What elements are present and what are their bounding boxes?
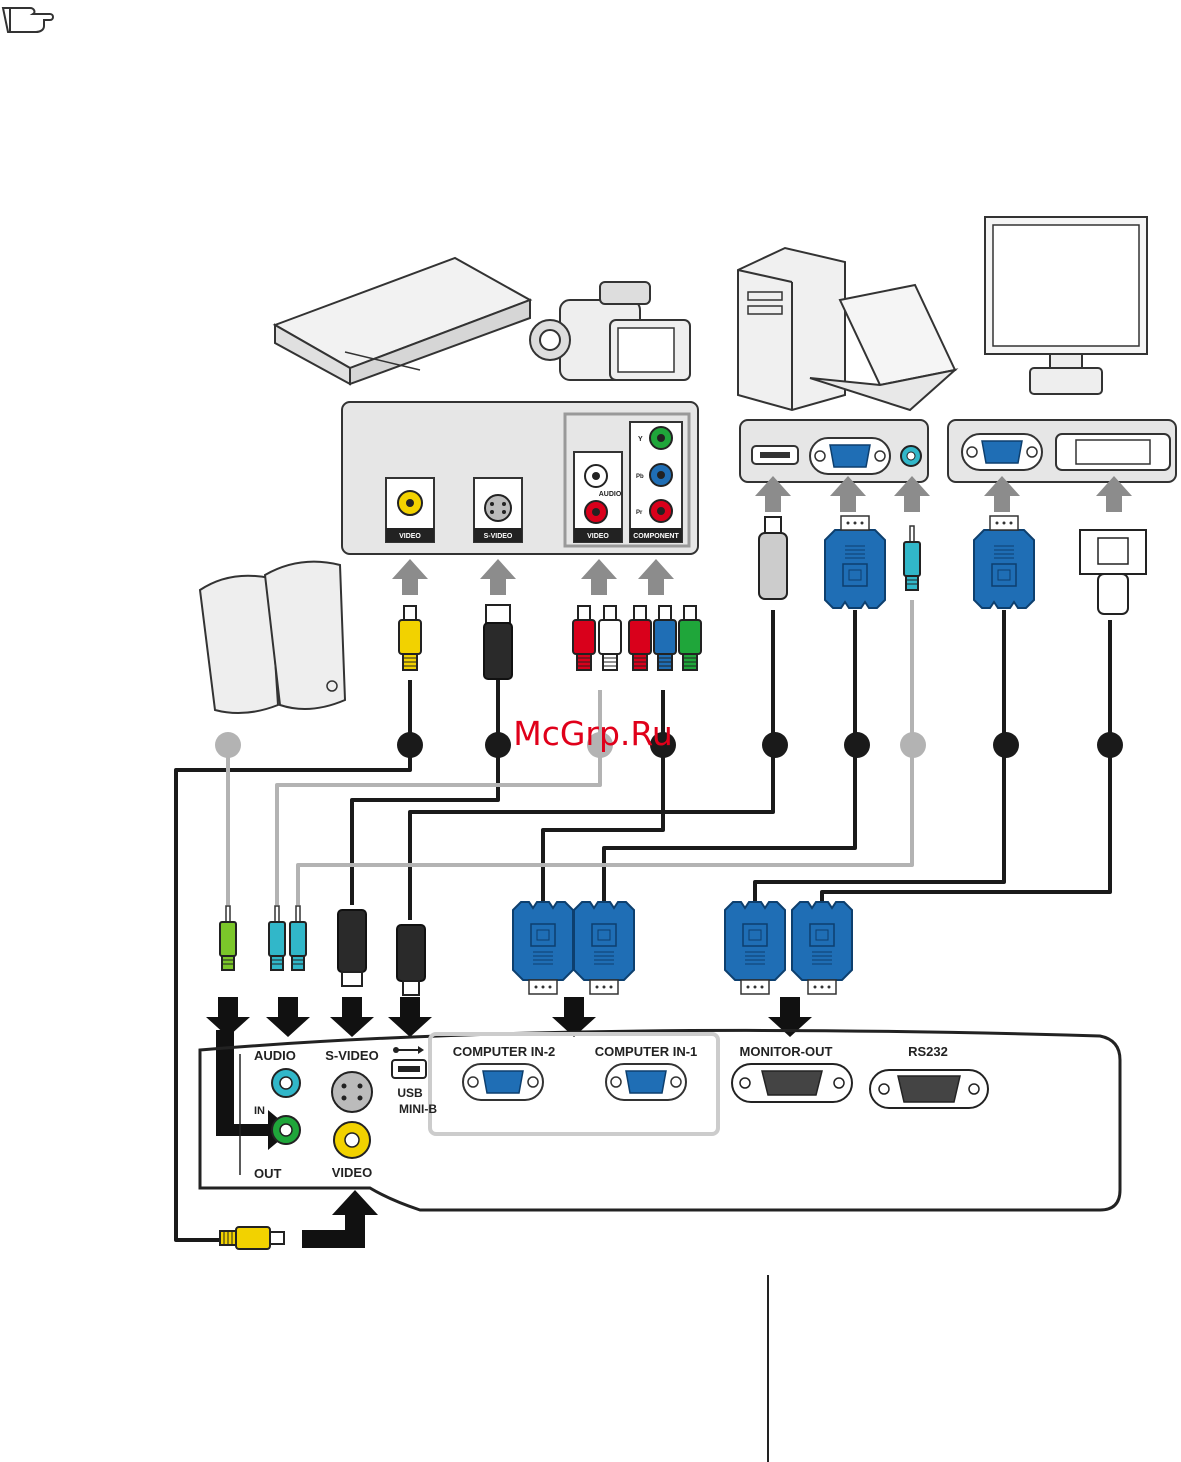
rs232-label: RS232	[908, 1044, 948, 1059]
source-component-label: COMPONENT	[633, 533, 679, 540]
rs232-port	[870, 1070, 988, 1108]
audio-out-port	[272, 1116, 300, 1144]
desktop-computer-icon	[738, 248, 845, 410]
monitor-out-port	[732, 1064, 852, 1102]
usb-plug-top	[759, 517, 787, 599]
projector-rear-panel: AUDIO IN OUT S-VIDEO VIDEO	[200, 1030, 1120, 1210]
svideo-plug-top	[484, 605, 512, 679]
computer-in-1-port	[606, 1064, 686, 1100]
svideo-port	[332, 1072, 372, 1112]
source-audio-jacks: AUDIO VIDEO	[574, 452, 622, 542]
audio-label: AUDIO	[254, 1048, 296, 1063]
watermark-text: McGrp.Ru	[513, 714, 673, 753]
computer-in-2-label: COMPUTER IN-2	[453, 1044, 556, 1059]
source-audio-label: AUDIO	[599, 491, 622, 498]
speakers-icon	[200, 562, 345, 713]
source-video-jack: VIDEO	[386, 478, 434, 542]
computer-port-panel	[740, 420, 928, 482]
av-source-panel: VIDEO S-VIDEO AUDIO VIDEO Y	[342, 402, 698, 554]
source-svideo-label: S-VIDEO	[484, 533, 513, 540]
pointing-hand-note-icon	[3, 8, 53, 32]
dvd-player-icon	[275, 258, 530, 384]
monitor-port-panel	[948, 420, 1176, 482]
audio-in-label: IN	[254, 1105, 265, 1117]
computer-in-2-port	[463, 1064, 543, 1100]
svideo-plug-bottom	[338, 910, 366, 986]
video-label: VIDEO	[332, 1165, 372, 1180]
monitor-out-label: MONITOR-OUT	[740, 1044, 833, 1059]
usb-label: USB	[397, 1086, 423, 1100]
source-video-label: VIDEO	[399, 533, 421, 540]
component-pb-label: Pb	[636, 474, 644, 480]
video-port	[334, 1122, 370, 1158]
yellow-rca-plug-bottom	[220, 1227, 284, 1249]
audio-in-port	[272, 1069, 300, 1097]
computer-in-1-label: COMPUTER IN-1	[595, 1044, 698, 1059]
component-pr-label: Pr	[636, 510, 643, 516]
usb-mini-b-port	[392, 1060, 426, 1078]
source-svideo-jack: S-VIDEO	[474, 478, 522, 542]
usb-icon	[393, 1046, 424, 1054]
monitor-icon	[985, 217, 1147, 394]
camcorder-icon	[530, 282, 690, 380]
audio-out-label: OUT	[254, 1166, 282, 1181]
component-y-label: Y	[638, 436, 643, 443]
source-audio-video-label: VIDEO	[587, 533, 609, 540]
source-component-jacks: Y Pb Pr COMPONENT	[630, 422, 682, 542]
dvi-plug-top	[1080, 530, 1146, 614]
svideo-label: S-VIDEO	[325, 1048, 378, 1063]
usb-plug-bottom	[397, 925, 425, 995]
usb-minib-label: MINI-B	[399, 1102, 437, 1116]
